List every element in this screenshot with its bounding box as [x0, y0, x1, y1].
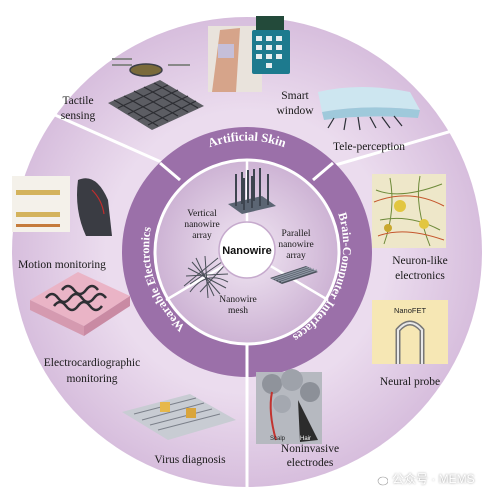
tactile-sensing-image	[108, 58, 204, 130]
wechat-icon	[372, 472, 388, 485]
vertical-nanowire-array-graphic	[228, 168, 276, 214]
center-circle	[218, 221, 276, 279]
hair-label: Hair	[300, 436, 311, 442]
watermark: 公众号 · MEMS	[372, 470, 475, 487]
label-virus-diagnosis: Virus diagnosis	[154, 454, 226, 466]
label-noninvasive-line1: Noninvasive	[281, 443, 339, 455]
ring-label-artificial-skin: Artificial Skin	[206, 129, 288, 150]
label-motion-monitoring: Motion monitoring	[18, 259, 106, 271]
neural-probe-image: NanoFET	[372, 300, 448, 364]
label-tele-perception: Tele-perception	[333, 141, 405, 153]
label-noninvasive-line2: electrodes	[287, 457, 334, 469]
label-ecg-line1: Electrocardiographic	[44, 357, 140, 369]
noninvasive-image: Scalp Hair	[256, 369, 322, 444]
nanowire-mesh-graphic	[183, 255, 229, 299]
label-ecg-line2: monitoring	[66, 373, 117, 385]
scalp-label: Scalp	[270, 436, 286, 442]
smart-window-image	[208, 16, 290, 92]
ecg-image	[30, 272, 130, 336]
watermark-text: 公众号 · MEMS	[392, 472, 475, 486]
motion-monitoring-image	[12, 176, 112, 236]
neuron-like-image	[372, 174, 446, 248]
tele-perception-image	[318, 87, 420, 131]
nanofet-label: NanoFET	[394, 306, 427, 315]
center-title: Nanowire	[222, 245, 272, 257]
parallel-nanowire-array-graphic	[270, 266, 318, 284]
middle-dividers	[159, 161, 334, 377]
virus-diagnosis-image	[122, 394, 236, 440]
label-neural-probe: Neural probe	[380, 376, 440, 388]
